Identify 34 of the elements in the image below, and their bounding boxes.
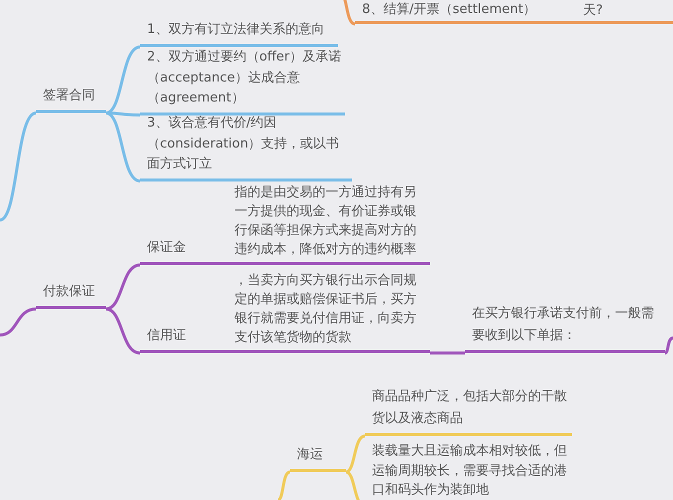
- topic-underline: [140, 19, 338, 47]
- topic-underline: [365, 386, 572, 436]
- topic-underline: [140, 48, 345, 115]
- topic-text: 信用证: [147, 327, 187, 345]
- branch-line: [106, 264, 140, 310]
- topic-underline: [140, 271, 430, 353]
- branch-line: [106, 46, 140, 114]
- topic-underline: [140, 183, 430, 265]
- topic-text: 海运: [297, 446, 323, 464]
- branch-line: [346, 434, 366, 474]
- topic-underline: [465, 303, 665, 353]
- branch-line: [664, 336, 673, 354]
- note-text: ，当卖方向买方银行出示合同规定的单据或赔偿保证书后，买方银行就需要兑付信用证，向卖方支付该笔货物的货款: [234, 272, 418, 347]
- branch-line: [106, 308, 140, 354]
- topic-text: 2、双方通过要约（offer）及承诺（acceptance）达成合意（agreement）: [147, 48, 343, 108]
- branch-line: [106, 112, 140, 116]
- topic-text: 8、结算/开票（settlement）: [362, 2, 536, 18]
- branch-line: [0, 112, 37, 222]
- note-text: 指的是由交易的一方通过持有另一方提供的现金、有价证券或银行保函等担保方式来提高对方的违约成本，降低对方的违约概率: [234, 184, 418, 259]
- topic-text: 商品品种广泛，包括大部分的干散货以及液态商品: [372, 388, 568, 428]
- topic-text: 付款保证: [43, 283, 95, 301]
- branch-line: [430, 352, 465, 354]
- topic-underline: [140, 114, 352, 181]
- topic-underline: [355, 2, 673, 24]
- branch-line: [277, 470, 290, 500]
- topic-text: 1、双方有订立法律关系的意向: [147, 21, 324, 39]
- topic-text: 保证金: [147, 239, 187, 257]
- topic-text: 天?: [583, 3, 603, 19]
- branch-line: [0, 308, 36, 336]
- topic-text: 3、该合意有代价/约因（consideration）支持，或以书面方式订立: [147, 114, 340, 174]
- topic-text: 在买方银行承诺支付前，一般需要收到以下单据：: [472, 305, 655, 345]
- topic-text: 装载量大且运输成本相对较低，但运输周期较长，需要寻找合适的港口和码头作为装卸地: [372, 442, 568, 500]
- branch-line: [106, 112, 140, 182]
- topic-text: 签署合同: [43, 87, 95, 105]
